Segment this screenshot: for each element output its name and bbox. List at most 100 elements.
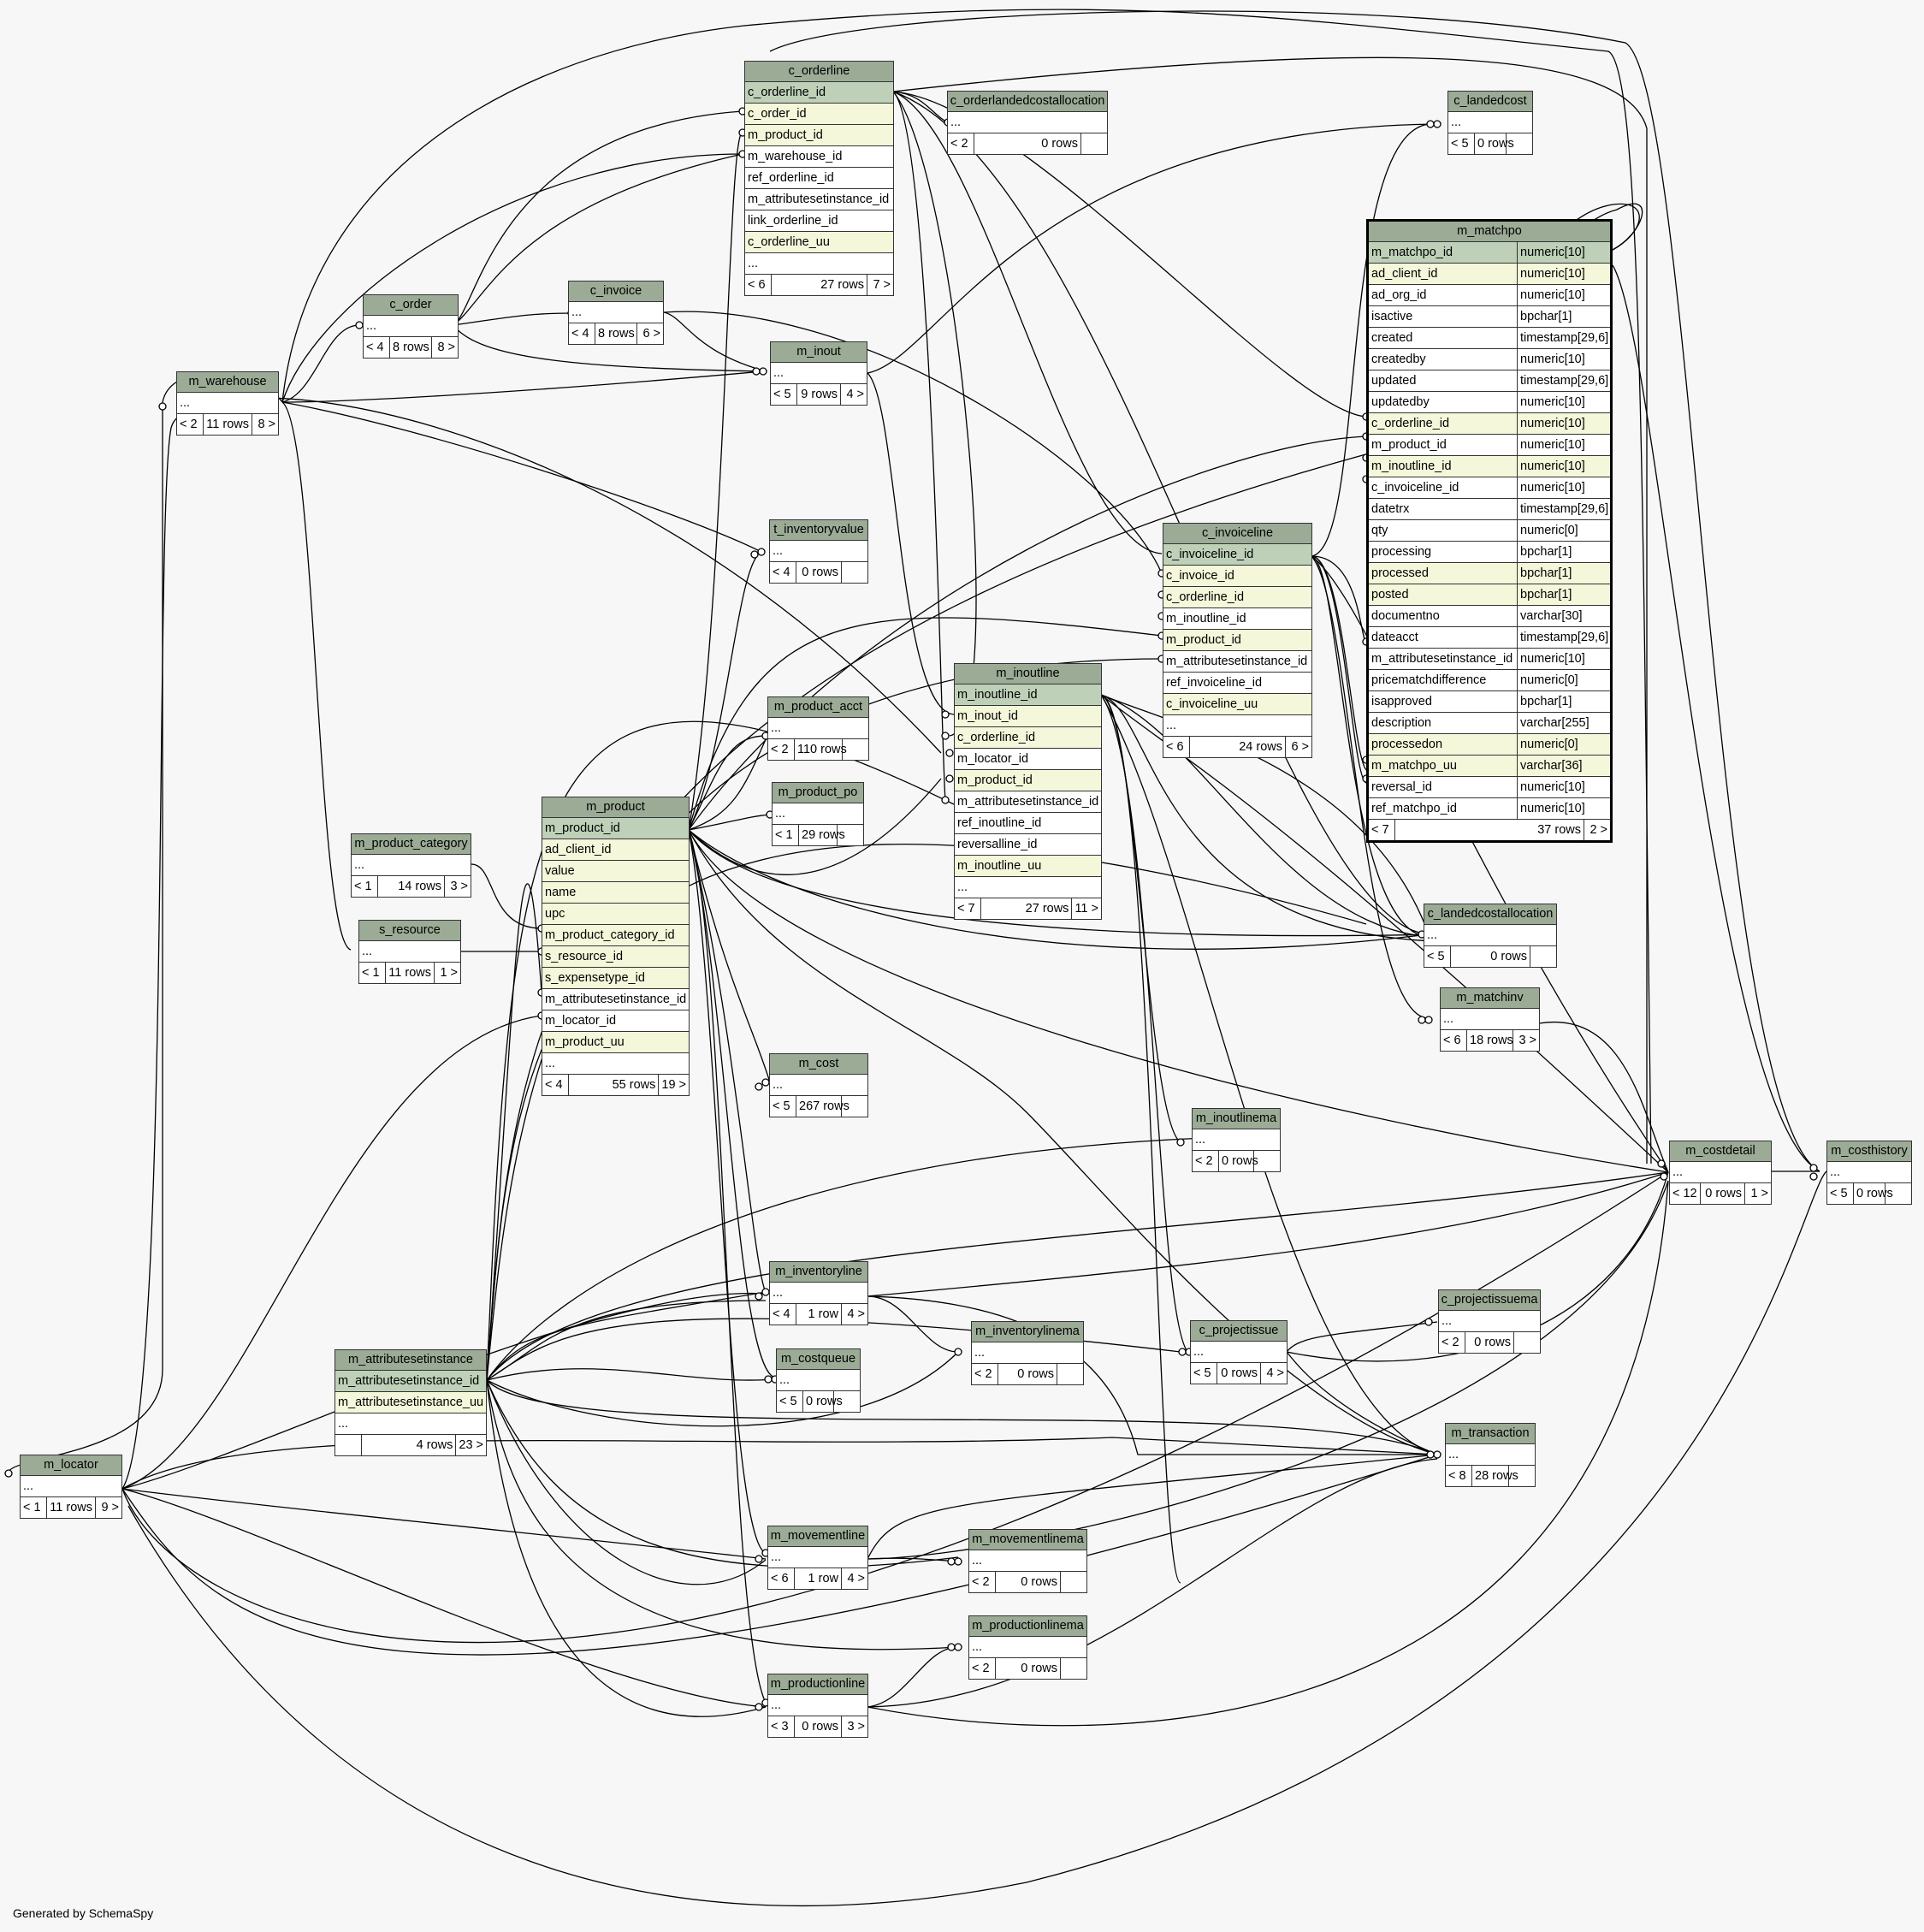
parents-count[interactable]: < 4 bbox=[770, 1304, 796, 1325]
column-row[interactable]: ... bbox=[771, 363, 867, 384]
parents-count[interactable]: < 2 bbox=[969, 1658, 996, 1679]
parents-count[interactable]: < 7 bbox=[1369, 820, 1395, 840]
children-count[interactable] bbox=[842, 562, 867, 583]
children-count[interactable]: 4 > bbox=[847, 1572, 865, 1585]
parents-count[interactable]: < 5 bbox=[770, 1096, 796, 1117]
column-row[interactable]: ... bbox=[972, 1342, 1083, 1364]
children-count[interactable]: 4 > bbox=[1266, 1366, 1284, 1380]
column-row[interactable]: link_orderline_id bbox=[745, 210, 893, 232]
column-row[interactable]: ... bbox=[768, 1695, 867, 1716]
column-row[interactable]: ... bbox=[969, 1637, 1086, 1658]
column-row[interactable]: m_inoutline_id bbox=[1163, 608, 1311, 630]
parents-count[interactable]: < 1 bbox=[352, 876, 378, 897]
parents-count[interactable]: < 5 bbox=[777, 1391, 803, 1412]
parents-count[interactable]: < 4 bbox=[542, 1075, 569, 1095]
column-row[interactable]: ... bbox=[770, 1075, 867, 1096]
column-row[interactable]: c_invoiceline_id bbox=[1163, 544, 1311, 566]
column-row[interactable]: ad_client_id bbox=[542, 839, 689, 861]
children-count[interactable]: 8 > bbox=[258, 418, 275, 431]
children-count[interactable] bbox=[842, 1096, 867, 1117]
parents-count[interactable]: < 8 bbox=[1446, 1466, 1472, 1486]
column-row[interactable]: ... bbox=[359, 941, 460, 963]
column-row[interactable]: c_orderline_id bbox=[745, 82, 893, 104]
column-row[interactable]: ... bbox=[768, 1547, 867, 1568]
column-row[interactable]: ... bbox=[364, 316, 458, 337]
column-row[interactable]: c_orderline_uu bbox=[745, 232, 893, 253]
column-row[interactable]: ref_invoiceline_id bbox=[1163, 673, 1311, 694]
column-row[interactable]: ... bbox=[1424, 925, 1556, 946]
children-count[interactable] bbox=[1061, 1658, 1086, 1679]
parents-count[interactable]: < 4 bbox=[364, 337, 390, 358]
column-row[interactable]: c_orderline_id bbox=[955, 727, 1101, 749]
parents-count[interactable]: < 2 bbox=[969, 1572, 996, 1592]
column-row[interactable]: m_inoutline_uu bbox=[955, 856, 1101, 877]
column-row[interactable]: c_order_id bbox=[745, 104, 893, 125]
column-row[interactable]: ... bbox=[1193, 1129, 1280, 1151]
column-row[interactable]: m_product_id bbox=[1163, 630, 1311, 651]
column-row[interactable]: ... bbox=[569, 302, 663, 323]
column-row[interactable]: ... bbox=[1448, 112, 1532, 133]
column-row[interactable]: ... bbox=[21, 1476, 121, 1497]
children-count[interactable] bbox=[1514, 1332, 1540, 1353]
column-row[interactable]: reversalline_id bbox=[955, 834, 1101, 856]
column-row[interactable]: ... bbox=[1191, 1342, 1287, 1363]
parents-count[interactable]: < 6 bbox=[1441, 1030, 1467, 1051]
column-row[interactable]: m_product_uu bbox=[542, 1032, 689, 1053]
column-row[interactable]: m_attributesetinstance_uu bbox=[335, 1392, 486, 1413]
column-row[interactable]: ... bbox=[1439, 1311, 1540, 1332]
parents-count[interactable]: < 1 bbox=[21, 1497, 47, 1518]
column-row[interactable]: m_locator_id bbox=[542, 1010, 689, 1032]
parents-count[interactable]: < 2 bbox=[768, 739, 795, 760]
children-count[interactable]: 4 > bbox=[847, 1307, 865, 1321]
column-row[interactable]: m_inoutline_id bbox=[955, 684, 1101, 706]
column-row[interactable]: m_product_category_id bbox=[542, 925, 689, 946]
children-count[interactable]: 9 > bbox=[101, 1501, 119, 1514]
column-row[interactable]: m_product_id bbox=[745, 125, 893, 146]
column-row[interactable]: ... bbox=[1670, 1162, 1771, 1183]
parents-count[interactable]: < 12 bbox=[1670, 1183, 1701, 1204]
children-count[interactable] bbox=[1254, 1151, 1280, 1171]
column-row[interactable]: c_orderline_id bbox=[1163, 587, 1311, 608]
parents-count[interactable] bbox=[335, 1435, 362, 1455]
column-row[interactable]: ... bbox=[1446, 1444, 1535, 1466]
children-count[interactable]: 1 > bbox=[440, 966, 458, 980]
children-count[interactable] bbox=[1530, 946, 1556, 967]
column-row[interactable]: m_product_id bbox=[955, 770, 1101, 791]
column-row[interactable]: ... bbox=[969, 1550, 1086, 1572]
column-row[interactable]: m_product_id bbox=[542, 818, 689, 839]
parents-count[interactable]: < 4 bbox=[770, 562, 796, 583]
parents-count[interactable]: < 5 bbox=[1448, 133, 1475, 154]
column-row[interactable]: s_resource_id bbox=[542, 946, 689, 968]
parents-count[interactable]: < 5 bbox=[1424, 946, 1451, 967]
parents-count[interactable]: < 6 bbox=[1163, 737, 1190, 757]
